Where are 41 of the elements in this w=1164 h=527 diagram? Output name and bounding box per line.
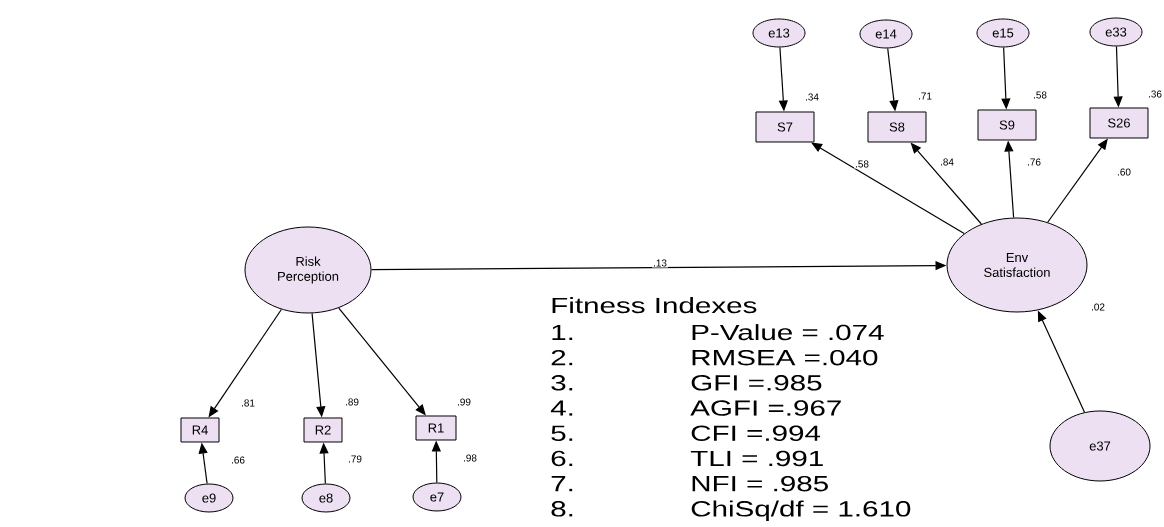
indicator-box: R1	[415, 415, 457, 441]
coefficient-label: .98	[464, 454, 477, 462]
coefficient-label: .02	[1092, 303, 1105, 311]
fit-index-value: RMSEA =.040	[692, 349, 878, 366]
coefficient-label: .79	[349, 455, 362, 463]
coefficient-label: .58	[1034, 91, 1047, 99]
fit-index-value: GFI =.985	[691, 375, 822, 391]
item-number: 1.	[552, 324, 573, 340]
indicator-box: R4	[180, 417, 220, 443]
item-number: 3.	[551, 375, 573, 391]
item-number: 8.	[551, 501, 573, 517]
item-number: 4.	[550, 400, 573, 416]
fit-index-value: CFI =.994	[691, 425, 821, 441]
edge-label: .76	[1026, 157, 1042, 167]
edge-label: .89	[344, 397, 360, 407]
edge-label: .99	[456, 397, 472, 407]
edge-label: .58	[854, 159, 870, 169]
indicator-box: S8	[867, 111, 927, 143]
fit-index-value: NFI = .985	[692, 475, 828, 492]
fit-index-value: TLI = .991	[690, 450, 823, 467]
item-number: 6.	[551, 450, 573, 467]
fit-index-value: ChiSq/df = 1.610	[691, 500, 911, 521]
coefficient-label: .66	[232, 456, 245, 464]
item-number: 2.	[551, 349, 573, 366]
edge-label: .81	[240, 398, 256, 408]
fit-index-value: AGFI =.967	[690, 400, 841, 416]
fit-index-value: P-Value = .074	[692, 324, 884, 341]
edge-label: .13	[652, 258, 668, 268]
indicator-box: S9	[977, 109, 1037, 141]
edge-label: .84	[939, 157, 955, 167]
table-heading: Fitness Indexes	[552, 297, 757, 314]
indicator-box: S7	[755, 111, 815, 143]
item-number: 5.	[551, 425, 573, 441]
coefficient-label: .34	[806, 93, 819, 101]
edge-label: .60	[1116, 167, 1132, 177]
indicator-box: R2	[303, 417, 343, 443]
item-number: 7.	[551, 476, 573, 492]
arrow	[811, 142, 965, 235]
coefficient-label: .71	[919, 92, 932, 100]
indicator-box: S26	[1089, 107, 1149, 139]
coefficient-label: .36	[1149, 90, 1162, 98]
